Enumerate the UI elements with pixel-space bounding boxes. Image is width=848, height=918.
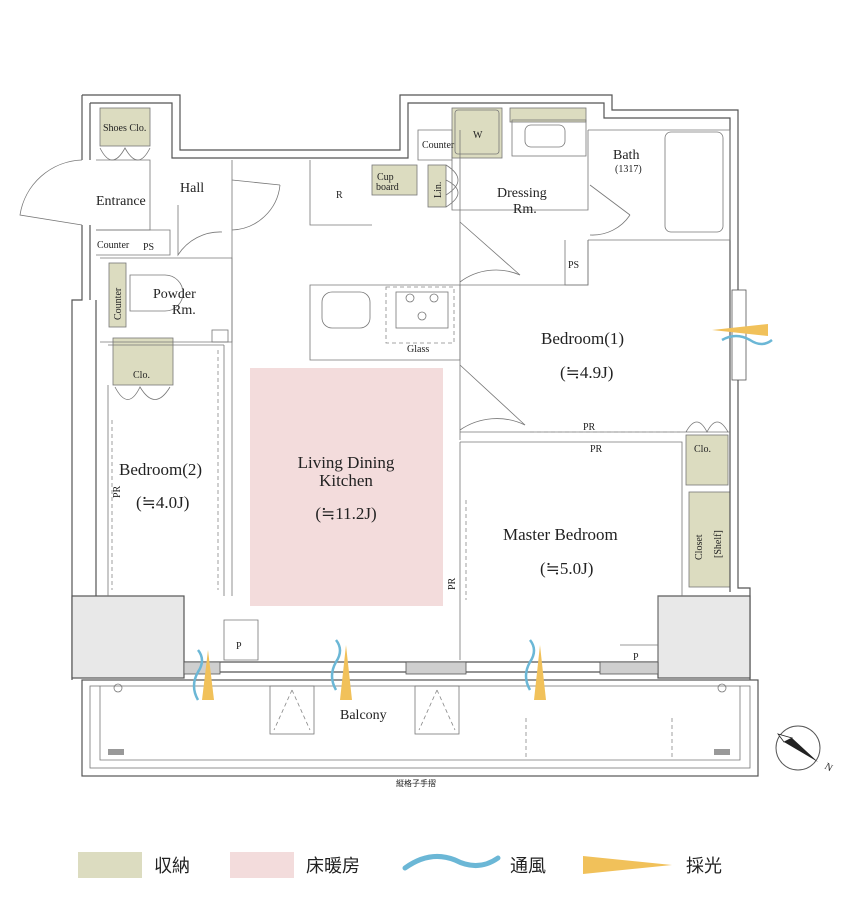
railing-label: 縦格子手摺 (396, 778, 436, 788)
legend-storage-swatch (78, 852, 142, 878)
pipe-space-right-label: P (633, 652, 639, 663)
legend-floor-heating-label: 床暖房 (306, 856, 360, 877)
fridge-label: R (336, 190, 343, 201)
bedroom2-pr-label: PR (112, 485, 123, 498)
washer-label: W (473, 130, 483, 141)
compass-north-label: N (823, 761, 835, 774)
ldk-name-line2: Kitchen (319, 471, 373, 490)
legend-floor-heating-swatch (230, 852, 294, 878)
bedroom1-pr-label: PR (583, 422, 596, 433)
legend-ventilation-swatch (402, 853, 501, 871)
master-closet-small-label: Clo. (694, 444, 711, 455)
compass: N (775, 725, 835, 774)
bath-size-label: (1317) (615, 164, 642, 175)
legend-daylight-swatch (583, 856, 672, 874)
floor-heating-area (250, 368, 443, 606)
bedroom2-size: (≒4.0J) (136, 493, 189, 512)
shoes-closet-label: Shoes Clo. (103, 123, 146, 134)
master-pr-label: PR (590, 444, 603, 455)
shoes-closet (99, 107, 151, 147)
master-bedroom-size: (≒5.0J) (540, 559, 593, 578)
cupboard (371, 164, 418, 196)
powder-room-label-2: Rm. (172, 303, 196, 318)
closet-label: Closet (694, 534, 705, 560)
ldk-pr-label: PR (447, 577, 458, 590)
powder-room-label-1: Powder (153, 287, 196, 302)
linen-label: Lin. (433, 182, 444, 198)
entrance-label: Entrance (96, 194, 146, 209)
dressing-shelf (509, 107, 587, 123)
ldk-name-line1: Living Dining (298, 453, 395, 472)
powder-counter (108, 262, 127, 328)
interior-walls (96, 129, 731, 662)
bedroom2-closet (112, 337, 174, 386)
balcony-label: Balcony (340, 708, 387, 723)
master-bedroom-name: Master Bedroom (503, 525, 618, 544)
pipe-space-left-label: P (236, 641, 242, 652)
master-closet-small (685, 434, 729, 486)
powder-counter-label: Counter (113, 287, 124, 320)
bedroom1-name: Bedroom(1) (541, 329, 624, 348)
master-closet (688, 491, 731, 588)
legend-daylight-label: 採光 (686, 856, 722, 877)
entrance-ps-label: PS (143, 242, 154, 253)
glass-label: Glass (407, 344, 429, 355)
airflow-markers (192, 324, 773, 701)
bedroom2-closet-label: Clo. (133, 370, 150, 381)
walls (71, 94, 751, 680)
cupboard-label-2: board (376, 182, 399, 193)
cupboard-label-1: Cup (377, 172, 394, 183)
hall-label: Hall (180, 181, 204, 196)
bath-label: Bath (613, 148, 639, 163)
linen-closet (427, 164, 447, 208)
entrance-counter-label: Counter (97, 240, 130, 251)
legend-ventilation-label: 通風 (510, 856, 546, 877)
dressing-room-label-1: Dressing (497, 186, 547, 201)
legend: 収納 床暖房 通風 採光 (78, 852, 722, 878)
legend-storage-label: 収納 (154, 856, 190, 877)
bedroom2-name: Bedroom(2) (119, 460, 202, 479)
bath-ps-label: PS (568, 260, 579, 271)
shelf-label: [Shelf] (713, 530, 724, 558)
dressing-counter-label: Counter (422, 140, 455, 151)
dressing-room-label-2: Rm. (513, 202, 537, 217)
bedroom1-size: (≒4.9J) (560, 363, 613, 382)
balcony (81, 679, 759, 777)
ldk-size: (≒11.2J) (315, 504, 376, 523)
